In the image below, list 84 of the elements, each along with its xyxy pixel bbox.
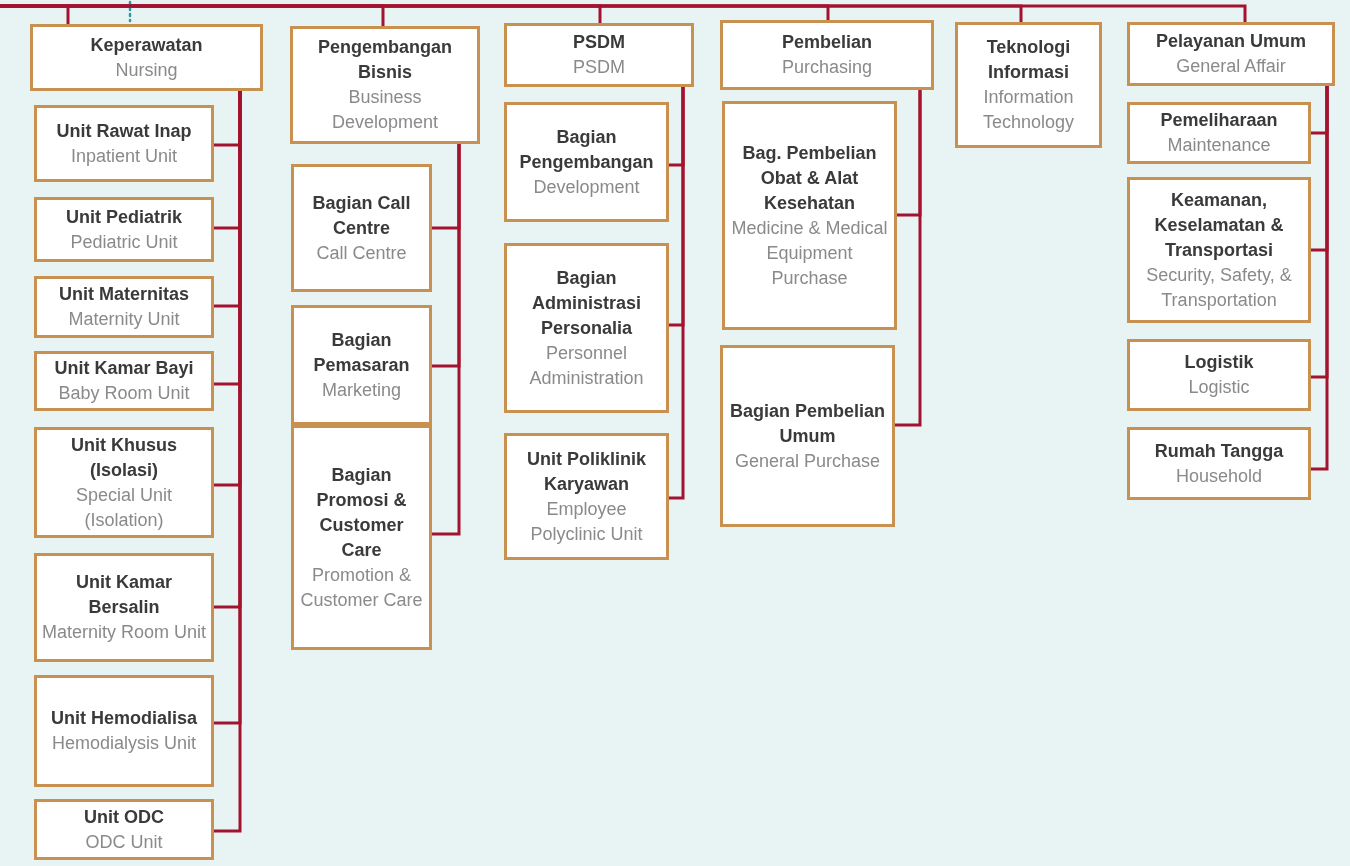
unit-name: Keperawatan <box>90 33 203 57</box>
english-name: Medicine & Medical Equipment Purchase <box>730 216 889 290</box>
unit-box <box>504 102 669 222</box>
unit-box <box>504 433 669 560</box>
unit-box <box>291 425 432 650</box>
unit-name: Pembelian <box>781 31 872 54</box>
department-box <box>504 23 694 87</box>
english-name: General Purchase <box>734 449 881 473</box>
unit-box <box>1127 339 1311 411</box>
unit-name: Unit Maternitas <box>59 283 189 306</box>
unit-name: Unit Khusus (Isolasi) <box>70 433 178 482</box>
english-name: Personnel Administration <box>528 341 645 390</box>
connector-line <box>432 144 461 536</box>
unit-box <box>504 243 669 413</box>
unit-box <box>34 105 214 182</box>
english-name: Development <box>533 175 640 199</box>
unit-name: Rumah Tangga <box>1154 439 1284 463</box>
unit-box <box>34 276 214 338</box>
english-name: ODC Unit <box>85 830 163 854</box>
english-name: Inpatient Unit <box>70 144 178 168</box>
unit-box <box>722 101 897 330</box>
unit-box <box>1127 427 1311 500</box>
unit-name: Bag. Pembelian Obat & Alat Kesehatan <box>741 141 878 215</box>
unit-name: Pemeliharaan <box>1160 109 1278 132</box>
english-name: Maternity Room Unit <box>41 621 207 644</box>
unit-name: Bagian Pemasaran <box>312 328 411 377</box>
connector-line <box>0 4 1247 22</box>
english-name: Nursing <box>115 58 178 82</box>
unit-name: Logistik <box>1184 351 1254 374</box>
english-name: Pediatric Unit <box>70 230 178 254</box>
unit-box <box>34 197 214 262</box>
english-name: Security, Safety, & Transportation <box>1145 263 1293 312</box>
department-box <box>1127 22 1335 86</box>
english-name: Business Development <box>330 86 440 134</box>
unit-name: Unit Pediatrik <box>66 205 182 229</box>
english-name: Information Technology <box>981 86 1076 134</box>
english-name: Call Centre <box>316 241 407 265</box>
unit-name: Keamanan, Keselamatan & Transportasi <box>1153 188 1285 262</box>
english-name: PSDM <box>573 56 625 79</box>
english-name: Logistic <box>1188 376 1250 399</box>
unit-box <box>291 305 432 425</box>
english-name: Hemodialysis Unit <box>51 732 196 755</box>
unit-name: Teknologi Informasi <box>985 36 1072 84</box>
unit-name: Unit ODC <box>84 805 164 829</box>
unit-name: Unit Rawat Inap <box>56 119 192 143</box>
connector-line <box>669 87 685 500</box>
unit-name: Bagian Pembelian Umum <box>728 399 887 448</box>
unit-name: Bagian Call Centre <box>311 191 412 240</box>
english-name: Employee Polyclinic Unit <box>529 497 644 546</box>
unit-name: Bagian Administrasi Personalia <box>531 266 642 340</box>
english-name: General Affair <box>1176 55 1286 78</box>
english-name: Marketing <box>322 378 401 402</box>
unit-name: Unit Poliklinik Karyawan <box>526 447 647 496</box>
dotted-line <box>128 0 132 23</box>
unit-box <box>720 345 895 527</box>
department-box <box>290 26 480 144</box>
unit-name: Unit Kamar Bayi <box>54 357 194 380</box>
unit-box <box>34 427 214 538</box>
unit-box <box>34 553 214 662</box>
unit-name: PSDM <box>573 31 625 54</box>
unit-box <box>1127 102 1311 164</box>
connector-line <box>895 90 922 427</box>
unit-box <box>34 675 214 787</box>
department-box <box>720 20 934 90</box>
english-name: Household <box>1175 464 1263 488</box>
department-box <box>30 24 263 91</box>
english-name: Maintenance <box>1167 134 1271 157</box>
connector-line <box>1311 86 1329 471</box>
unit-box <box>291 164 432 292</box>
department-box <box>955 22 1102 148</box>
unit-name: Bagian Promosi & Customer Care <box>315 463 408 562</box>
unit-name: Pengembangan Bisnis <box>317 36 453 84</box>
english-name: Special Unit (Isolation) <box>74 483 173 532</box>
unit-box <box>34 799 214 860</box>
unit-name: Pelayanan Umum <box>1155 30 1307 53</box>
english-name: Baby Room Unit <box>58 382 190 405</box>
unit-name: Unit Kamar Bersalin <box>75 571 173 619</box>
english-name: Purchasing <box>781 56 873 79</box>
unit-name: Unit Hemodialisa <box>51 707 197 730</box>
unit-box <box>34 351 214 411</box>
english-name: Maternity Unit <box>68 308 180 331</box>
english-name: Promotion & Customer Care <box>299 563 424 612</box>
unit-name: Bagian Pengembangan <box>518 125 655 174</box>
unit-box <box>1127 177 1311 323</box>
